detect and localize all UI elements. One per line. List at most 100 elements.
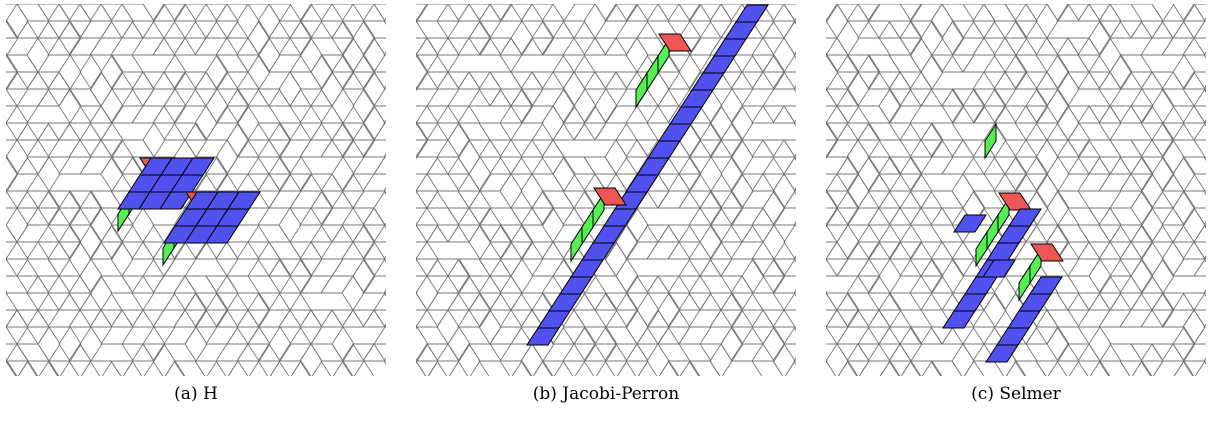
grid-rhombus <box>657 292 681 328</box>
grid-rhombus <box>699 258 733 277</box>
grid-rhombus <box>152 309 186 328</box>
grid-rhombus <box>531 258 565 277</box>
grid-rhombus <box>152 275 186 294</box>
grid-rhombus <box>1056 326 1090 345</box>
grid-rhombus <box>594 4 618 22</box>
grid-rhombus <box>1161 139 1185 175</box>
grid-rhombus <box>331 156 355 192</box>
grid-rhombus <box>846 173 870 209</box>
grid-rhombus <box>6 241 29 260</box>
grid-rhombus <box>16 343 50 362</box>
grid-rhombus <box>1109 343 1143 362</box>
grid-rhombus <box>826 190 828 194</box>
grid-rhombus <box>657 190 691 209</box>
grid-rhombus <box>583 360 616 376</box>
grid-rhombus <box>499 173 523 209</box>
grid-rhombus <box>772 258 796 277</box>
grid-rhombus <box>951 37 985 56</box>
grid-rhombus <box>299 37 323 73</box>
green-face <box>986 213 999 251</box>
grid-rhombus <box>615 258 639 294</box>
grid-rhombus <box>857 156 881 192</box>
grid-rhombus <box>1014 4 1038 39</box>
grid-rhombus <box>268 190 302 209</box>
grid-rhombus <box>1193 173 1206 192</box>
grid-rhombus <box>6 4 29 39</box>
grid-rhombus <box>6 190 29 209</box>
grid-rhombus <box>1098 360 1131 376</box>
grid-rhombus <box>426 207 460 226</box>
grid-rhombus <box>741 258 765 294</box>
grid-rhombus <box>416 290 418 294</box>
grid-rhombus <box>1182 207 1206 243</box>
grid-rhombus <box>531 173 565 192</box>
grid-rhombus <box>6 324 8 328</box>
grid-rhombus <box>1077 309 1111 328</box>
grid-rhombus <box>1172 156 1196 192</box>
grid-rhombus <box>6 292 39 311</box>
grid-rhombus <box>331 20 355 56</box>
grid-rhombus <box>857 4 881 22</box>
green-face <box>1018 264 1031 302</box>
grid-rhombus <box>383 323 386 328</box>
grid-rhombus <box>615 4 639 22</box>
grid-rhombus <box>68 343 92 376</box>
grid-rhombus <box>6 343 29 362</box>
grid-rhombus <box>6 122 18 141</box>
grid-rhombus <box>1130 156 1154 192</box>
grid-rhombus <box>730 173 754 209</box>
grid-rhombus <box>478 139 512 158</box>
grid-rhombus <box>837 360 859 376</box>
grid-rhombus <box>383 292 386 297</box>
grid-rhombus <box>416 139 449 158</box>
grid-rhombus <box>1014 54 1048 73</box>
grid-rhombus <box>247 88 281 107</box>
grid-rhombus <box>930 190 964 209</box>
grid-rhombus <box>226 156 260 175</box>
grid-rhombus <box>468 343 502 362</box>
grid-rhombus <box>646 275 680 294</box>
grid-rhombus <box>783 326 796 345</box>
grid-rhombus <box>6 156 8 160</box>
grid-rhombus <box>289 4 313 22</box>
grid-rhombus <box>1098 173 1132 192</box>
grid-rhombus <box>6 20 8 24</box>
grid-rhombus <box>583 4 607 39</box>
grid-rhombus <box>37 156 61 192</box>
blue-face <box>680 89 714 108</box>
grid-rhombus <box>416 190 439 209</box>
grid-rhombus <box>6 139 29 175</box>
grid-rhombus <box>1077 360 1110 376</box>
grid-rhombus <box>6 258 8 262</box>
grid-rhombus <box>100 88 124 124</box>
grid-rhombus <box>793 326 796 331</box>
grid-rhombus <box>299 275 333 294</box>
grid-rhombus <box>510 122 544 141</box>
grid-rhombus <box>899 20 923 56</box>
grid-rhombus <box>1193 224 1206 260</box>
grid-rhombus <box>888 105 922 124</box>
grid-rhombus <box>1014 360 1047 376</box>
grid-rhombus <box>332 360 354 376</box>
grid-rhombus <box>1056 139 1090 158</box>
grid-rhombus <box>299 4 333 22</box>
grid-rhombus <box>227 360 249 376</box>
grid-rhombus <box>941 326 975 345</box>
grid-rhombus <box>478 173 512 192</box>
grid-rhombus <box>667 4 701 22</box>
grid-rhombus <box>688 207 722 226</box>
grid-rhombus <box>1193 258 1206 277</box>
grid-rhombus <box>826 224 849 243</box>
grid-rhombus <box>730 139 754 175</box>
grid-rhombus <box>941 156 975 175</box>
grid-rhombus <box>846 71 870 107</box>
grid-rhombus <box>58 326 82 362</box>
grid-rhombus <box>1172 4 1196 22</box>
grid-rhombus <box>510 258 534 294</box>
grid-rhombus <box>836 20 860 56</box>
grid-rhombus <box>1035 37 1069 56</box>
grid-rhombus <box>79 20 113 39</box>
grid-rhombus <box>983 292 1007 328</box>
green-face <box>570 225 583 263</box>
grid-rhombus <box>625 37 649 73</box>
